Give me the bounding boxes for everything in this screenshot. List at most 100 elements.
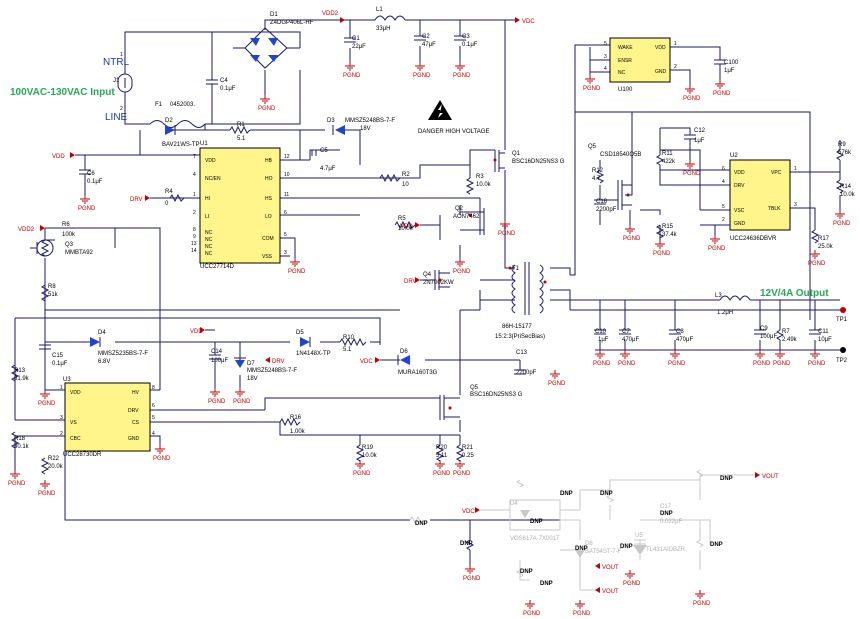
pgnd-label: PGND — [288, 269, 306, 275]
svg-text:13: 13 — [191, 241, 197, 247]
ground-icon — [355, 460, 365, 469]
ground-icon — [155, 445, 165, 454]
svg-text:CS: CS — [132, 420, 140, 426]
svg-text:C10: C10 — [595, 329, 607, 335]
svg-text:1: 1 — [60, 385, 63, 391]
svg-text:Q5: Q5 — [588, 144, 597, 150]
svg-text:D5: D5 — [296, 330, 304, 336]
ground-icon — [670, 350, 680, 359]
svg-text:ENSR: ENSR — [618, 58, 632, 64]
svg-text:C4: C4 — [220, 78, 228, 84]
ground-icon — [550, 370, 560, 379]
svg-text:LI: LI — [205, 214, 209, 220]
svg-text:5: 5 — [284, 232, 287, 238]
net-vdd2-left: VDD2 — [18, 227, 35, 233]
output-label: 12V/4A Output — [760, 288, 829, 299]
ground-icon — [455, 460, 465, 469]
pgnd-label: PGND — [683, 96, 701, 102]
ground-symbols — [10, 62, 845, 609]
svg-text:C1: C1 — [352, 36, 360, 42]
svg-text:UCC27714D: UCC27714D — [200, 264, 235, 270]
svg-text:2: 2 — [193, 210, 196, 216]
svg-text:NC: NC — [205, 244, 213, 250]
pgnd-label: PGND — [708, 246, 726, 252]
svg-text:86H-15177: 86H-15177 — [502, 324, 532, 330]
q3-transistor — [30, 239, 54, 257]
dnp-labels: DNP DNP DNP DNP DNP DNP DNP DNP DNP DNP … — [415, 476, 733, 587]
svg-text:1μF: 1μF — [598, 337, 609, 343]
svg-text:VPC: VPC — [771, 170, 782, 176]
ground-icon — [465, 565, 475, 574]
svg-text:U2: U2 — [730, 153, 738, 159]
ground-icon — [10, 470, 20, 479]
net-vout-2: VOUT — [602, 589, 619, 595]
svg-text:1μF: 1μF — [694, 138, 705, 144]
ground-icon — [290, 258, 300, 267]
svg-text:DNP: DNP — [710, 542, 723, 548]
svg-text:470μF: 470μF — [622, 337, 639, 343]
svg-text:HO: HO — [265, 176, 273, 182]
svg-text:D7: D7 — [247, 361, 255, 367]
svg-text:5: 5 — [152, 415, 155, 421]
svg-text:BAV21WS-TP: BAV21WS-TP — [162, 142, 200, 148]
ground-icon — [435, 460, 445, 469]
svg-text:6.8V: 6.8V — [98, 359, 110, 365]
svg-text:R5: R5 — [398, 216, 406, 222]
pgnd-label: PGND — [573, 611, 591, 617]
svg-text:25.0k: 25.0k — [818, 244, 834, 250]
svg-text:37.4k: 37.4k — [662, 232, 678, 238]
svg-text:VDD: VDD — [70, 390, 81, 396]
net-vout: VOUT — [762, 474, 779, 480]
pgnd-label: PGND — [593, 361, 611, 367]
diodes — [90, 125, 585, 558]
ground-icon — [40, 480, 50, 489]
u1-ic — [199, 147, 281, 264]
svg-text:4.7: 4.7 — [592, 176, 601, 182]
pgnd-label: PGND — [808, 361, 826, 367]
svg-text:33μH: 33μH — [376, 26, 390, 32]
svg-text:0.1μF: 0.1μF — [462, 42, 478, 48]
svg-text:2200pF: 2200pF — [516, 370, 537, 376]
svg-text:DNP: DNP — [540, 581, 553, 587]
svg-text:0.25: 0.25 — [462, 453, 474, 459]
svg-text:8: 8 — [152, 385, 155, 391]
u4-optocoupler — [509, 499, 561, 531]
svg-text:VDD: VDD — [655, 45, 666, 51]
svg-text:Q4: Q4 — [423, 272, 432, 278]
svg-text:VSC: VSC — [734, 208, 745, 214]
svg-text:3: 3 — [794, 202, 797, 208]
svg-text:422k: 422k — [662, 159, 676, 165]
tp1-label: TP1 — [836, 317, 848, 323]
ground-icon — [625, 570, 635, 579]
ground-icon — [810, 350, 820, 359]
svg-text:10: 10 — [284, 172, 290, 178]
tp1-dot — [840, 307, 846, 313]
svg-text:R8: R8 — [48, 284, 56, 290]
svg-text:WAKE: WAKE — [618, 45, 633, 51]
pgnd-label: PGND — [8, 481, 26, 487]
svg-text:5: 5 — [722, 204, 725, 210]
pgnd-label: PGND — [833, 221, 851, 227]
svg-text:5.11: 5.11 — [436, 453, 448, 459]
svg-text:8: 8 — [193, 227, 196, 233]
svg-text:5: 5 — [604, 41, 607, 47]
net-vdd: VDD — [52, 154, 65, 160]
svg-text:C11: C11 — [818, 329, 829, 335]
capacitors — [39, 35, 821, 545]
net-vout-3: VOUT — [602, 565, 619, 571]
svg-text:0452003.: 0452003. — [170, 102, 195, 108]
svg-text:D4: D4 — [98, 330, 106, 336]
svg-text:C14: C14 — [211, 349, 223, 355]
net-vdd-q2: VDD — [400, 224, 413, 230]
net-vdc-d6: VDC — [360, 359, 373, 365]
net-drv-d7: DRV — [272, 359, 285, 365]
svg-text:NC: NC — [618, 70, 626, 76]
ground-icon — [810, 250, 820, 259]
svg-text:D1: D1 — [270, 12, 278, 18]
net-drv-q4: DRV — [404, 279, 417, 285]
u100-pin-names: WAKE ENSR NC VDD GND 5 3 4 1 2 — [604, 41, 677, 76]
u3-ic — [64, 382, 151, 452]
svg-text:DNP: DNP — [530, 519, 543, 525]
j1-connector — [117, 50, 133, 115]
u2-pin-names: VDD DRV VSC GND VPC TBLK 6 4 5 2 1 3 — [722, 166, 797, 227]
